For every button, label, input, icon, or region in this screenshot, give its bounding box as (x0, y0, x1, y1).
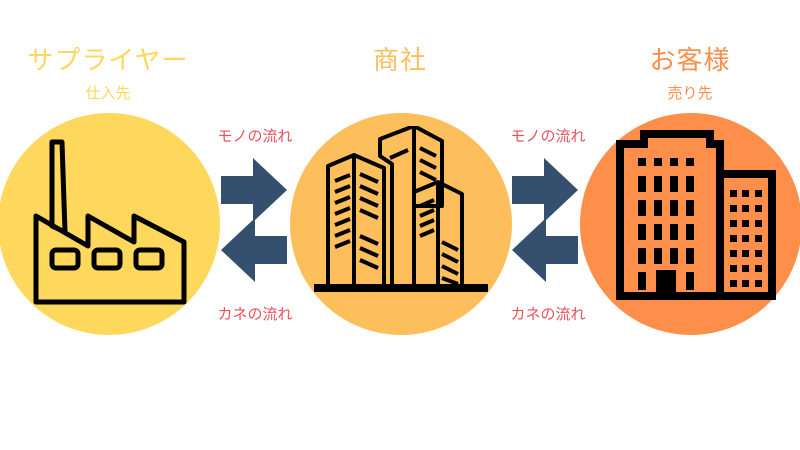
customer-title: お客様 (649, 46, 731, 76)
supplier-subtitle: 仕入先 (85, 84, 131, 102)
money-flow-label-right: カネの流れ (510, 305, 586, 323)
exchange-arrows-right (512, 158, 578, 282)
exchange-arrows-left (221, 158, 287, 282)
apartment-buildings-icon (616, 130, 776, 300)
money-arrow-left-icon (512, 218, 578, 282)
trading-company-title: 商社 (372, 46, 427, 76)
supplier-title: サプライヤー (27, 46, 189, 76)
money-flow-label-left: カネの流れ (217, 305, 293, 323)
office-towers-icon (314, 126, 488, 292)
goods-arrow-right-icon (512, 158, 578, 222)
factory-icon (33, 139, 187, 305)
goods-flow-label-left: モノの流れ (217, 127, 293, 145)
goods-flow-label-right: モノの流れ (510, 127, 586, 145)
goods-arrow-right-icon (221, 158, 287, 222)
customer-subtitle: 売り先 (667, 84, 713, 102)
money-arrow-left-icon (221, 218, 287, 282)
